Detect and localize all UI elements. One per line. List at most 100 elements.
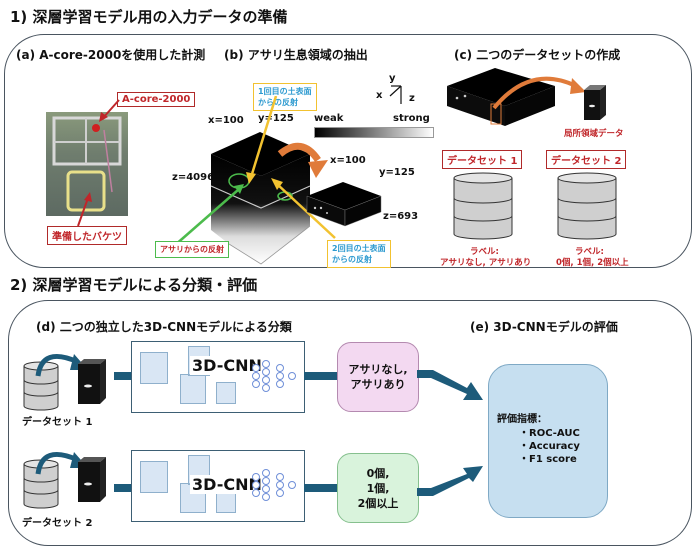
row2-cnn-label: 3D-CNN: [190, 475, 264, 494]
row1-local-data-icon: [78, 359, 106, 404]
cropped-volume-drawing: [306, 182, 382, 227]
row1-cnn-cube: [180, 374, 206, 404]
dataset1-title: データセット 1: [442, 150, 523, 169]
section2-title: 2) 深層学習モデルによる分類・評価: [10, 276, 258, 294]
dataset2-label-values: 0個, 1個, 2個以上: [556, 258, 629, 268]
axis-x-label: x: [376, 90, 383, 101]
section2-panel: [8, 300, 692, 546]
section1-title: 1) 深層学習モデル用の入力データの準備: [10, 8, 288, 26]
metric-item: ・ROC-AUC: [519, 428, 580, 439]
row1-neuron: [262, 384, 270, 392]
reflection-pointer-arrows: [173, 96, 278, 247]
row2-local-data-icon: [78, 457, 106, 502]
panel-a-title: (a) A-core-2000を使用した計測: [16, 48, 206, 62]
second-reflection-line1: 2回目の土表面: [332, 244, 386, 253]
row1-neuron: [262, 376, 270, 384]
row1-neuron: [276, 380, 284, 388]
row1-cnn-label: 3D-CNN: [190, 356, 264, 375]
cropped-y-label: y=125: [379, 167, 415, 178]
volume-x-label: x=100: [208, 115, 244, 126]
local-data-label: 局所領域データ: [564, 129, 624, 139]
row2-neuron: [262, 469, 270, 477]
row1-eval-arrow: [417, 370, 483, 400]
row2-neuron: [262, 477, 270, 485]
row1-cnn-cube: [140, 352, 168, 384]
row2-neuron: [262, 493, 270, 501]
colorbar-weak-label: weak: [314, 113, 344, 124]
first-reflection-line2: からの反射: [258, 98, 298, 107]
bucket-label: 準備したバケツ: [47, 226, 127, 245]
device-pointer-arrow: [99, 99, 120, 122]
panel-b-title: (b) アサリ生息領域の抽出: [224, 48, 368, 62]
cropped-z-label: z=693: [383, 211, 419, 222]
row2-output-line1: 0個,: [366, 466, 390, 480]
row1-neuron: [252, 364, 260, 372]
extract-arrow-orange: [492, 76, 586, 110]
row2-neuron: [276, 473, 284, 481]
dataset1-label-values: アサリなし, アサリあり: [440, 258, 532, 268]
row1-cnn-cube: [216, 382, 236, 404]
volume-y-label: y=125: [258, 113, 294, 124]
bucket-pointer-arrow: [77, 192, 92, 227]
dataset-source-volume: [447, 68, 555, 126]
row1-connector-in: [114, 372, 132, 380]
row1-neuron: [276, 372, 284, 380]
row1-neuron: [252, 380, 260, 388]
row1-dataset-label: データセット 1: [22, 417, 93, 428]
crop-arrow-orange: [277, 142, 328, 178]
evaluation-box: 評価指標： ・ROC-AUC ・Accuracy ・F1 score: [488, 364, 608, 518]
axis-icon: [389, 85, 402, 104]
row2-connector-out: [304, 484, 338, 492]
colorbar-strong-label: strong: [393, 113, 430, 124]
row2-neuron: [262, 485, 270, 493]
row1-output-line2: アサリあり: [350, 378, 406, 391]
row1-output-box: アサリなし, アサリあり: [337, 342, 419, 412]
volume-z-label: z=4096: [172, 172, 215, 183]
axis-y-label: y: [389, 73, 396, 84]
row2-eval-arrow: [417, 466, 483, 496]
device-label: A-core-2000: [117, 92, 196, 107]
local-region-volume: [584, 85, 606, 120]
axis-z-label: z: [409, 93, 415, 104]
row2-dataset-db-icon: [23, 451, 88, 509]
row2-neuron: [288, 481, 296, 489]
panel-e-title: (e) 3D-CNNモデルの評価: [470, 320, 618, 334]
cropped-x-label: x=100: [330, 155, 366, 166]
row1-connector-out: [304, 372, 338, 380]
first-reflection-label: 1回目の土表面 からの反射: [253, 83, 317, 111]
row2-output-line2: 1個,: [366, 481, 390, 495]
row1-neuron: [252, 372, 260, 380]
row2-output-box: 0個,1個,2個以上: [337, 453, 419, 523]
second-reflection-label: 2回目の土表面 からの反射: [327, 240, 391, 268]
row2-neuron: [252, 481, 260, 489]
row2-cnn-cube: [140, 461, 168, 493]
device-frame-drawing: [52, 116, 122, 212]
row2-cnn-cube: [216, 491, 236, 513]
second-reflection-arrow: [271, 178, 336, 239]
metrics-title: 評価指標：: [497, 414, 547, 425]
row2-neuron: [276, 489, 284, 497]
dataset2-db-icon: [557, 172, 617, 240]
row1-neuron: [262, 360, 270, 368]
row2-output-line3: 2個以上: [357, 496, 399, 510]
row2-dataset-label: データセット 2: [22, 518, 93, 529]
row1-neuron: [288, 372, 296, 380]
first-reflection-line1: 1回目の土表面: [258, 87, 312, 96]
row2-cnn-box: 3D-CNN: [131, 450, 305, 522]
clam-reflection-label: アサリからの反射: [155, 241, 229, 258]
dataset1-db-icon: [453, 172, 513, 240]
row2-neuron: [252, 473, 260, 481]
row1-neuron: [276, 364, 284, 372]
dataset1-label-title: ラベル:: [470, 247, 499, 257]
second-reflection-line2: からの反射: [332, 255, 372, 264]
row1-output-line1: アサリなし,: [348, 363, 408, 376]
panel-c-title: (c) 二つのデータセットの作成: [454, 48, 621, 62]
row2-connector-in: [114, 484, 132, 492]
colorbar: [314, 127, 434, 138]
metric-item: ・Accuracy: [519, 441, 580, 452]
dataset2-label-title: ラベル:: [575, 247, 604, 257]
metric-item: ・F1 score: [519, 454, 577, 465]
row1-neuron: [262, 368, 270, 376]
row1-cnn-box: 3D-CNN: [131, 341, 305, 413]
row2-neuron: [276, 481, 284, 489]
